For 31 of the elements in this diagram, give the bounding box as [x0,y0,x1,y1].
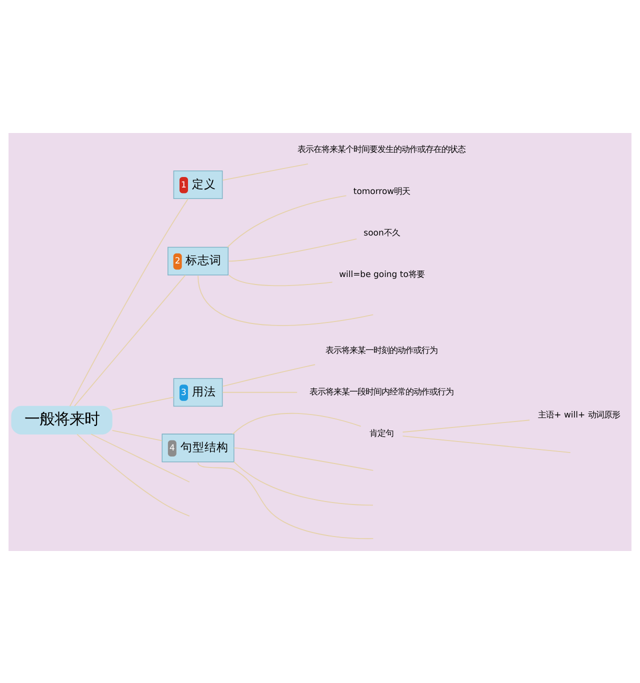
connector [222,364,316,386]
node-text: soon不久 [364,228,400,238]
node-text: 主语+ will+ 动词原形 [538,410,620,420]
node-text: 肯定句 [370,428,394,439]
node-box: 1 定义 [173,170,223,198]
node-box: 4 句型结构 [162,433,234,462]
node-box: 3 用法 [173,378,223,406]
node-text: will=be going to将要 [339,270,424,280]
connector [222,162,308,180]
connector [74,274,186,406]
connector [402,419,530,432]
node-text: 表示在将来某个时间要发生的动作或存在的状态 [298,144,466,155]
connector [233,446,374,470]
connector [112,396,174,410]
connector [228,274,333,286]
connector [402,435,571,453]
connector [233,460,374,506]
connector [90,433,190,482]
connector [228,238,358,262]
node-text: 表示将来某一时刻的动作或行为 [326,345,438,356]
node-box: 一般将来时 [11,405,112,434]
connector [198,274,374,326]
connector [112,429,162,441]
connector [76,433,190,516]
connector [232,412,362,434]
node-box: 2 标志词 [168,246,229,275]
node-text: tomorrow明天 [353,186,410,196]
connector [198,462,374,539]
connector [222,391,298,392]
connector [226,194,347,248]
node-text: 表示将来某一段时间内经常的动作或行为 [310,387,454,398]
